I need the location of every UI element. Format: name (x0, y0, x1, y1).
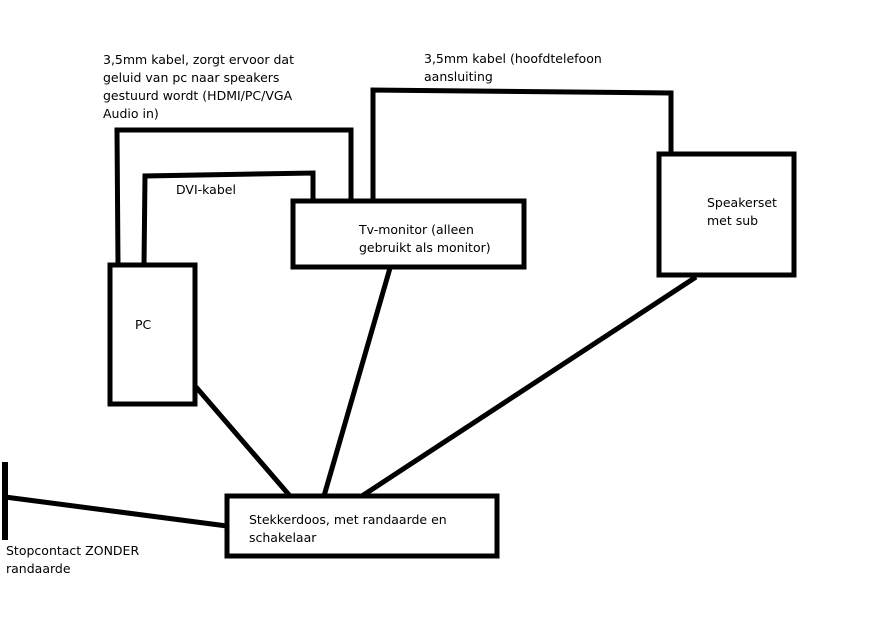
tv-monitor-box (290, 198, 527, 270)
power-cable-speakers (360, 274, 698, 499)
wall-outlet-label: Stopcontact ZONDER randaarde (6, 543, 140, 576)
power-strip-label: Stekkerdoos, met randaarde en schakelaar (249, 512, 447, 545)
pc-label: PC (135, 317, 152, 332)
audio-pc-to-tv-cable-label: 3,5mm kabel, zorgt ervoor dat geluid van… (103, 52, 294, 121)
power-cable-pc (194, 385, 292, 498)
power-cable-wall-outlet (4, 494, 228, 529)
tv-monitor-label: Tv-monitor (alleen gebruikt als monitor) (359, 222, 491, 255)
cable-audio-pc-to-tv (114, 127, 354, 266)
power-cable-tv (321, 267, 393, 497)
speakerset-label: Speakerset met sub (707, 195, 777, 228)
dvi-cable-label: DVI-kabel (176, 182, 236, 197)
audio-tv-to-speakers-cable-label: 3,5mm kabel (hoofdtelefoon aansluiting (424, 51, 602, 84)
pc-box (107, 262, 198, 407)
speakerset-box (656, 151, 797, 278)
cable-audio-tv-to-speakers (370, 87, 674, 201)
cable-dvi (141, 170, 316, 266)
